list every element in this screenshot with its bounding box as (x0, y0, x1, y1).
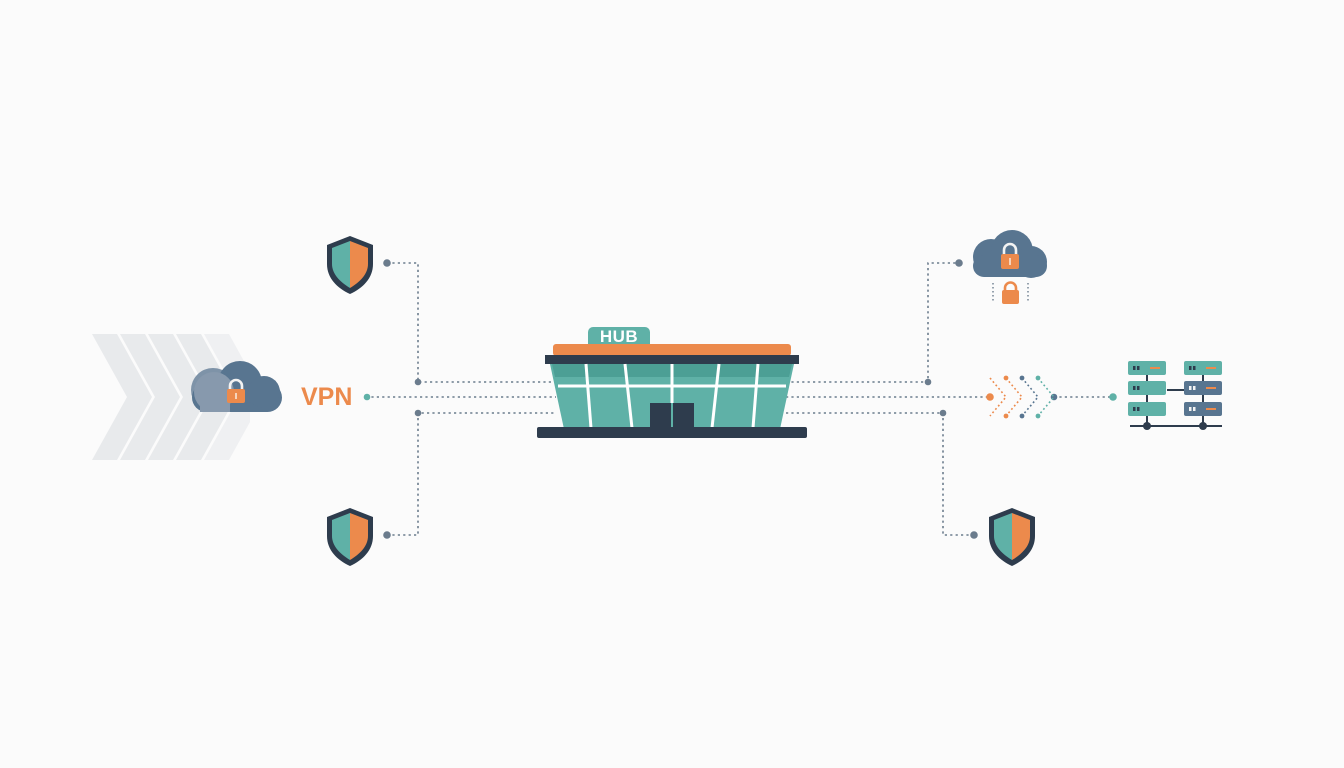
cloud-lock-icon (191, 361, 282, 412)
connector-lines (366, 262, 1113, 536)
chevron-flow-icon (989, 377, 1056, 417)
hub-building-icon (537, 327, 807, 438)
shield-icon-top-left (327, 236, 373, 294)
vpn-label: VPN (301, 383, 353, 411)
cloud-lock-icon-right (973, 230, 1047, 278)
chevron-flow-dots (986, 375, 1041, 419)
shield-icon-bottom-left (327, 508, 373, 566)
connector-dots (363, 259, 1117, 539)
hub-label: HUB (599, 327, 639, 346)
shield-icon-bottom-right (989, 508, 1035, 566)
padlock-icon (992, 281, 1029, 304)
server-rack-icon (1128, 361, 1222, 430)
